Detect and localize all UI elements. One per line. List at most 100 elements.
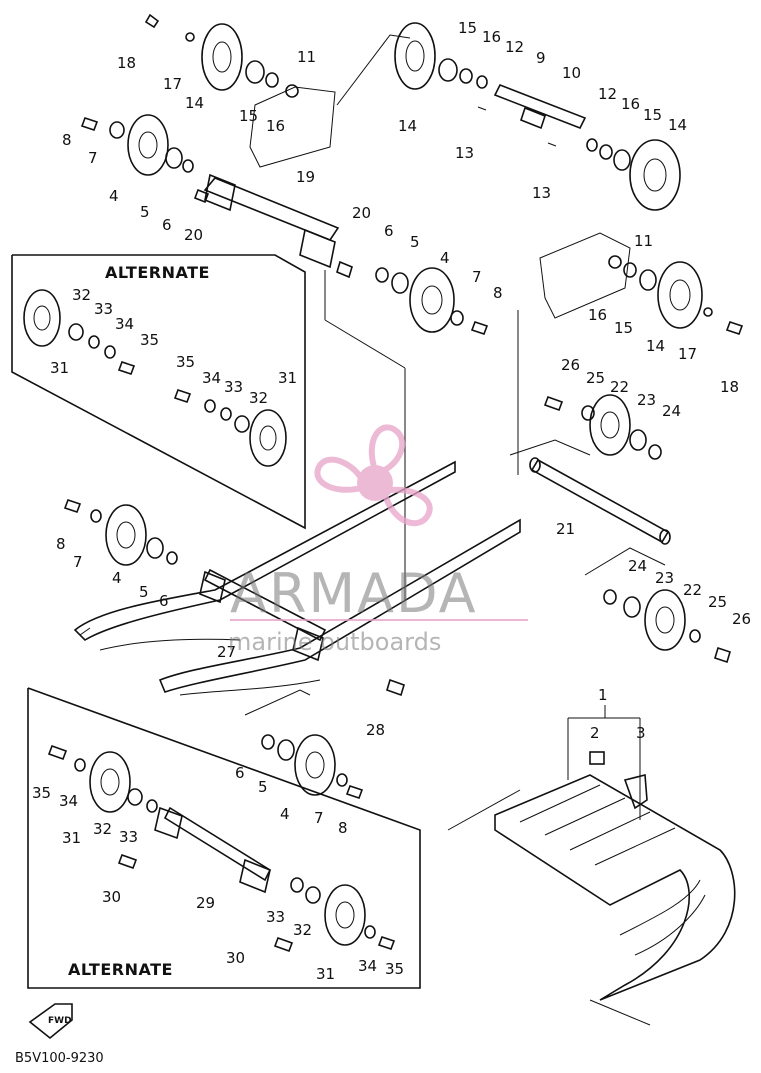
callout-label: 34 xyxy=(115,315,134,333)
callout-label: 26 xyxy=(732,610,751,628)
callout-label: 20 xyxy=(184,226,203,244)
callout-label: 6 xyxy=(384,222,394,240)
clip-part-2 xyxy=(589,751,605,765)
callout-label: 27 xyxy=(217,643,236,661)
callout-label: 21 xyxy=(556,520,575,538)
bolt-part-8 xyxy=(80,116,99,132)
callout-label: 11 xyxy=(634,232,653,250)
callout-label: 30 xyxy=(102,888,121,906)
callout-label: 2 xyxy=(590,724,600,742)
callout-label: 5 xyxy=(140,203,150,221)
watermark-brand: ARMADA xyxy=(230,562,478,625)
axle-group-top xyxy=(336,22,587,147)
callout-label: 8 xyxy=(493,284,503,302)
callout-label: 6 xyxy=(235,764,245,782)
bolt-part-18 xyxy=(144,13,160,29)
callout-label: 24 xyxy=(628,557,647,575)
callout-label: 11 xyxy=(297,48,316,66)
collar-part-16 xyxy=(265,72,279,88)
rear-idler-upper xyxy=(543,394,662,460)
idler-wheel-part-4 xyxy=(127,114,169,176)
callout-label: 5 xyxy=(410,233,420,251)
callout-label: 32 xyxy=(293,921,312,939)
callout-label: 25 xyxy=(586,369,605,387)
slide-rail-lower xyxy=(158,518,521,693)
alternate-box-upper: ALTERNATE xyxy=(11,254,306,530)
callout-label: 22 xyxy=(683,581,702,599)
callout-label: 15 xyxy=(239,107,258,125)
callout-label: 24 xyxy=(662,402,681,420)
callout-label: 13 xyxy=(455,144,474,162)
shaft-part-19 xyxy=(203,177,340,241)
callout-label: 4 xyxy=(112,569,122,587)
callout-label: 1 xyxy=(598,686,608,704)
callout-label: 9 xyxy=(536,49,546,67)
washer-part-17 xyxy=(185,32,195,42)
callout-label: 12 xyxy=(598,85,617,103)
slide-rail-upper xyxy=(73,460,456,642)
alternate-label-lower: ALTERNATE xyxy=(68,960,173,979)
callout-label: 14 xyxy=(646,337,665,355)
shaft-part-21 xyxy=(530,458,670,544)
idler-group-lower-left xyxy=(63,498,178,566)
watermark-tagline: marine outboards xyxy=(228,628,441,656)
callout-label: 8 xyxy=(338,819,348,837)
callout-label: 31 xyxy=(50,359,69,377)
callout-label: 32 xyxy=(72,286,91,304)
callout-label: 33 xyxy=(119,828,138,846)
forward-arrow: FWD xyxy=(28,1003,73,1040)
bolt-part-28 xyxy=(386,678,405,697)
fwd-label: FWD xyxy=(48,1016,72,1026)
track-part-1 xyxy=(494,774,736,1001)
callout-label: 17 xyxy=(678,345,697,363)
drawing-code: B5V100-9230 xyxy=(15,1051,104,1066)
guide-part-3 xyxy=(623,773,648,810)
shaft-group-21 xyxy=(509,439,671,576)
callout-label: 7 xyxy=(88,149,98,167)
wheel-group-top-left xyxy=(144,13,336,168)
callout-label: 10 xyxy=(562,64,581,82)
callout-label: 33 xyxy=(224,378,243,396)
callout-label: 7 xyxy=(314,809,324,827)
callout-label: 35 xyxy=(385,960,404,978)
alternate-upper-parts xyxy=(23,289,287,467)
callout-label: 14 xyxy=(398,117,417,135)
collar-part-6 xyxy=(182,159,194,173)
alternate-label-upper: ALTERNATE xyxy=(105,263,210,282)
callout-label: 5 xyxy=(139,583,149,601)
idler-group-mid-right xyxy=(375,267,489,336)
alternate-box-lower: ALTERNATE xyxy=(27,687,421,989)
callout-label: 23 xyxy=(637,391,656,409)
callout-label: 20 xyxy=(352,204,371,222)
callout-label: 19 xyxy=(296,168,315,186)
sleeve-part-10 xyxy=(520,106,546,130)
callout-label: 4 xyxy=(280,805,290,823)
washer-part-7 xyxy=(109,121,125,139)
callout-label: 3 xyxy=(636,724,646,742)
callout-label: 28 xyxy=(366,721,385,739)
callout-label: 32 xyxy=(93,820,112,838)
callout-label: 6 xyxy=(159,592,169,610)
cross-shaft-group xyxy=(193,173,406,600)
callout-labels: 18 17 14 15 16 11 14 15 16 12 9 10 12 16… xyxy=(32,19,751,983)
callout-label: 31 xyxy=(316,965,335,983)
callout-label: 6 xyxy=(162,216,172,234)
callout-label: 4 xyxy=(109,187,119,205)
callout-label: 12 xyxy=(505,38,524,56)
wheel-group-top-right xyxy=(586,138,681,211)
callout-label: 26 xyxy=(561,356,580,374)
callout-label: 16 xyxy=(266,117,285,135)
callout-label: 34 xyxy=(202,369,221,387)
callout-label: 16 xyxy=(482,28,501,46)
callout-label: 18 xyxy=(720,378,739,396)
callout-label: 30 xyxy=(226,949,245,967)
callout-label: 35 xyxy=(176,353,195,371)
callout-label: 14 xyxy=(185,94,204,112)
propeller-logo xyxy=(314,424,433,527)
callout-label: 7 xyxy=(472,268,482,286)
bracket-group-right xyxy=(517,232,744,475)
callout-label: 5 xyxy=(258,778,268,796)
idler-group-lower-right xyxy=(261,734,364,800)
rear-idler-lower xyxy=(603,589,731,664)
